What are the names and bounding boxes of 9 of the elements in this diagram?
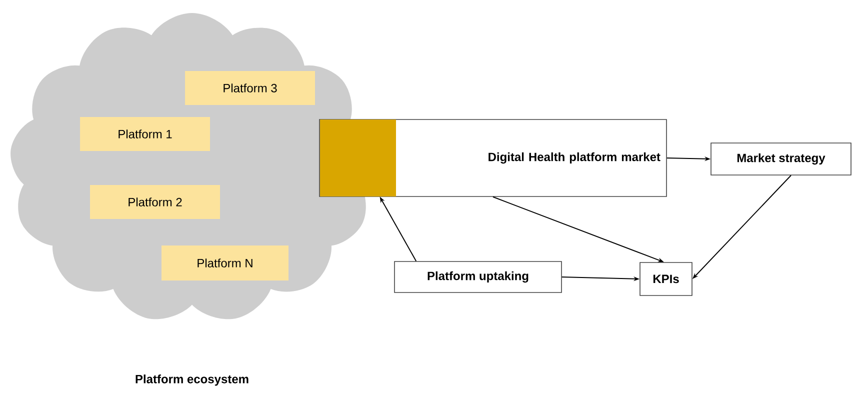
platform-box: Platform 1 [80, 117, 210, 151]
platform-box: Platform N [162, 245, 288, 280]
platform-box: Platform 2 [90, 185, 220, 219]
process-box: Platform uptaking [394, 261, 562, 293]
platform-box: Platform 3 [185, 71, 315, 105]
node-label: Platform ecosystem [136, 374, 248, 386]
process-box: KPIs [640, 262, 692, 296]
square-block [320, 120, 396, 196]
process-box: Market strategy [710, 142, 852, 176]
